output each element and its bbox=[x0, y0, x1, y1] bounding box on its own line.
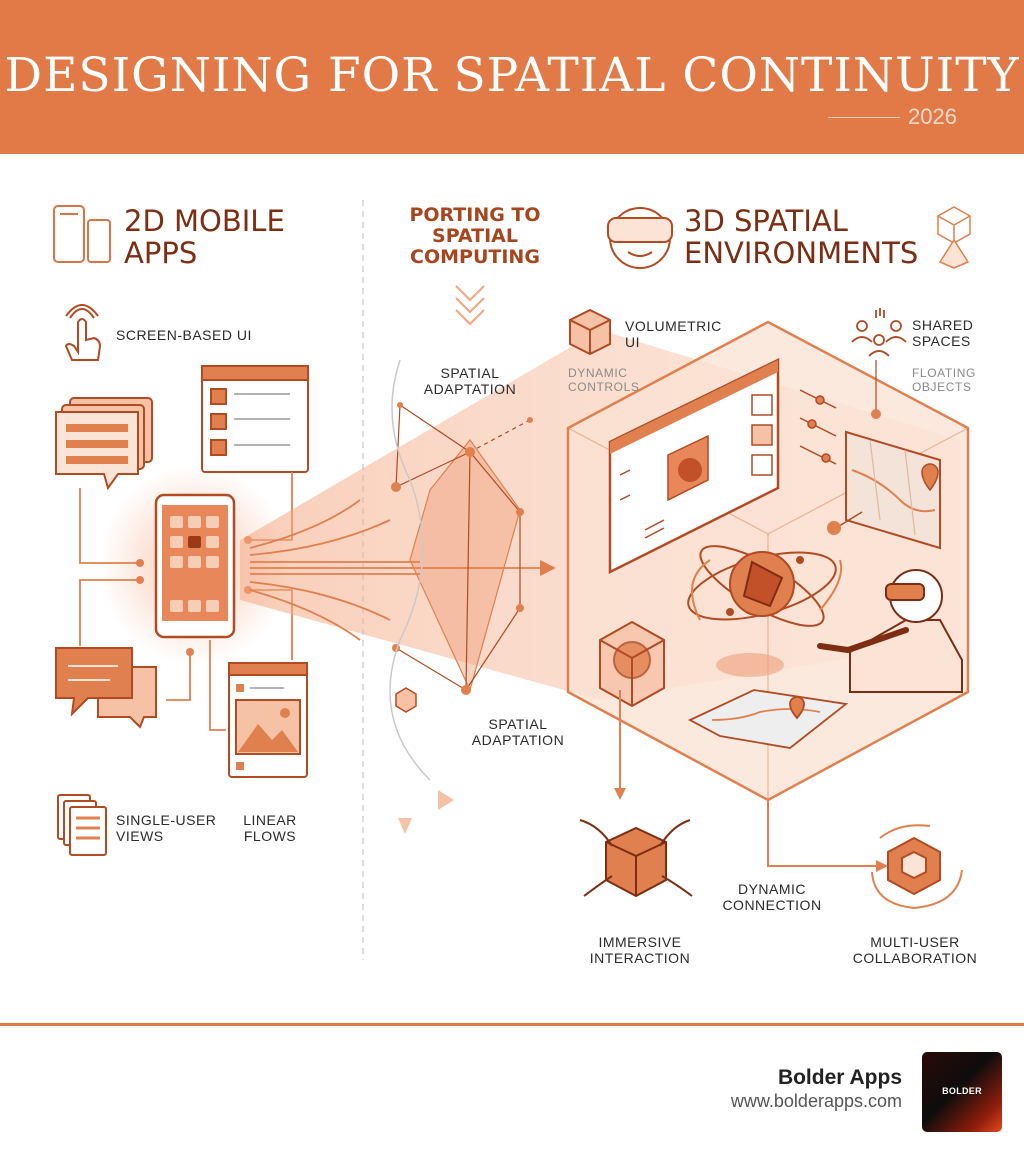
shared-spaces-line2: SPACES bbox=[912, 333, 971, 349]
year-divider bbox=[828, 117, 900, 118]
play-triangle-icon bbox=[438, 790, 454, 810]
diagram-illustration bbox=[53, 200, 971, 960]
person-vr-icon bbox=[817, 569, 963, 693]
middle-heading: PORTING TO SPATIAL COMPUTING bbox=[385, 205, 565, 268]
dynamic-connection-label: DYNAMIC CONNECTION bbox=[712, 881, 832, 913]
shared-spaces-label: SHARED SPACES bbox=[912, 317, 973, 349]
list-window-icon bbox=[201, 365, 309, 473]
volumetric-ui-line2: UI bbox=[625, 334, 640, 350]
floor-shadow bbox=[716, 653, 784, 677]
glass-cube-icon bbox=[599, 620, 665, 708]
hands-cube-icon bbox=[579, 819, 693, 898]
flow-arrowhead bbox=[540, 560, 556, 576]
year-label: 2026 bbox=[908, 104, 957, 129]
brand-url[interactable]: www.bolderapps.com bbox=[730, 1091, 902, 1111]
multi-user-collaboration-line1: MULTI-USER bbox=[870, 934, 960, 950]
page-title: DESIGNING FOR SPATIAL CONTINUITY bbox=[4, 48, 1020, 103]
spatial-adaptation-bottom-label: SPATIAL ADAPTATION bbox=[458, 716, 578, 748]
screen-based-ui-label: SCREEN-BASED UI bbox=[116, 327, 252, 343]
down-triangle-icon bbox=[398, 818, 412, 834]
control-sliders bbox=[799, 389, 837, 465]
multi-user-collaboration-label: MULTI-USER COLLABORATION bbox=[850, 934, 980, 966]
document-stack-icon bbox=[57, 794, 107, 856]
dynamic-controls-label: DYNAMIC CONTROLS bbox=[568, 366, 640, 394]
footer-divider bbox=[0, 1023, 1024, 1026]
cube-outline-icon bbox=[937, 206, 971, 244]
output-connectors bbox=[619, 690, 880, 867]
isometric-map bbox=[687, 689, 849, 749]
volumetric-cube-icon bbox=[569, 308, 611, 356]
phones-icon bbox=[53, 205, 111, 263]
tap-icon bbox=[64, 304, 102, 361]
flow-lines bbox=[249, 499, 540, 641]
right-heading-line1: 3D SPATIAL bbox=[684, 204, 848, 238]
vr-headset-icon bbox=[607, 207, 673, 269]
spatial-adaptation-top-line1: SPATIAL bbox=[440, 365, 500, 381]
map-pin-icon bbox=[921, 463, 939, 492]
image-card-icon bbox=[228, 662, 308, 778]
phone-icon bbox=[154, 493, 236, 639]
single-user-line1: SINGLE-USER bbox=[116, 812, 217, 828]
right-heading-line2: ENVIRONMENTS bbox=[684, 236, 919, 270]
shared-spaces-icon bbox=[851, 308, 907, 357]
single-user-line2: VIEWS bbox=[116, 828, 164, 844]
dynamic-connection-line2: CONNECTION bbox=[722, 897, 822, 913]
speech-bubbles-icon bbox=[55, 647, 157, 729]
pyramid-icon bbox=[938, 238, 970, 269]
spatial-adaptation-bottom-line2: ADAPTATION bbox=[471, 732, 565, 748]
left-heading: 2D MOBILE APPS bbox=[124, 205, 285, 269]
floating-objects-line2: OBJECTS bbox=[912, 380, 972, 394]
left-heading-line2: APPS bbox=[124, 236, 198, 270]
small-cube-icon bbox=[395, 687, 417, 713]
right-heading: 3D SPATIAL ENVIRONMENTS bbox=[684, 205, 918, 269]
atom-sphere-icon bbox=[687, 545, 837, 627]
spatial-adaptation-top-line2: ADAPTATION bbox=[423, 381, 517, 397]
middle-heading-line3: COMPUTING bbox=[410, 246, 540, 268]
linear-flows-line2: FLOWS bbox=[243, 828, 297, 844]
wavy-line bbox=[389, 359, 431, 781]
middle-heading-line1: PORTING TO bbox=[409, 204, 541, 226]
header-banner bbox=[0, 0, 1024, 154]
immersive-interaction-label: IMMERSIVE INTERACTION bbox=[580, 934, 700, 966]
single-user-label: SINGLE-USER VIEWS bbox=[116, 812, 216, 844]
brand-name: Bolder Apps bbox=[777, 1066, 902, 1089]
collaboration-cube-icon bbox=[871, 824, 963, 910]
volumetric-ui-label: VOLUMETRIC UI bbox=[625, 318, 722, 350]
immersive-interaction-line1: IMMERSIVE bbox=[598, 934, 682, 950]
linear-flows-label: LINEAR FLOWS bbox=[236, 812, 304, 844]
floating-ui-window bbox=[608, 357, 780, 575]
linear-flows-line1: LINEAR bbox=[243, 812, 297, 828]
brand-logo bbox=[922, 1052, 1002, 1132]
chat-cards-icon bbox=[55, 397, 153, 491]
map-panel bbox=[845, 430, 941, 550]
dynamic-connection-line1: DYNAMIC bbox=[737, 881, 807, 897]
volumetric-ui-line1: VOLUMETRIC bbox=[625, 318, 722, 334]
immersive-interaction-line2: INTERACTION bbox=[589, 950, 691, 966]
spatial-adaptation-bottom-line1: SPATIAL bbox=[488, 716, 548, 732]
brand-logo-text: BOLDER bbox=[942, 1086, 982, 1096]
floating-objects-line1: FLOATING bbox=[912, 366, 976, 380]
left-heading-line1: 2D MOBILE bbox=[124, 204, 285, 238]
network-nodes bbox=[395, 404, 531, 691]
spatial-adaptation-top-label: SPATIAL ADAPTATION bbox=[410, 365, 530, 397]
down-chevrons-icon bbox=[455, 285, 485, 326]
floating-objects-label: FLOATING OBJECTS bbox=[912, 366, 976, 394]
multi-user-collaboration-line2: COLLABORATION bbox=[852, 950, 978, 966]
shared-spaces-line1: SHARED bbox=[912, 317, 974, 333]
middle-heading-line2: SPATIAL bbox=[432, 225, 518, 247]
